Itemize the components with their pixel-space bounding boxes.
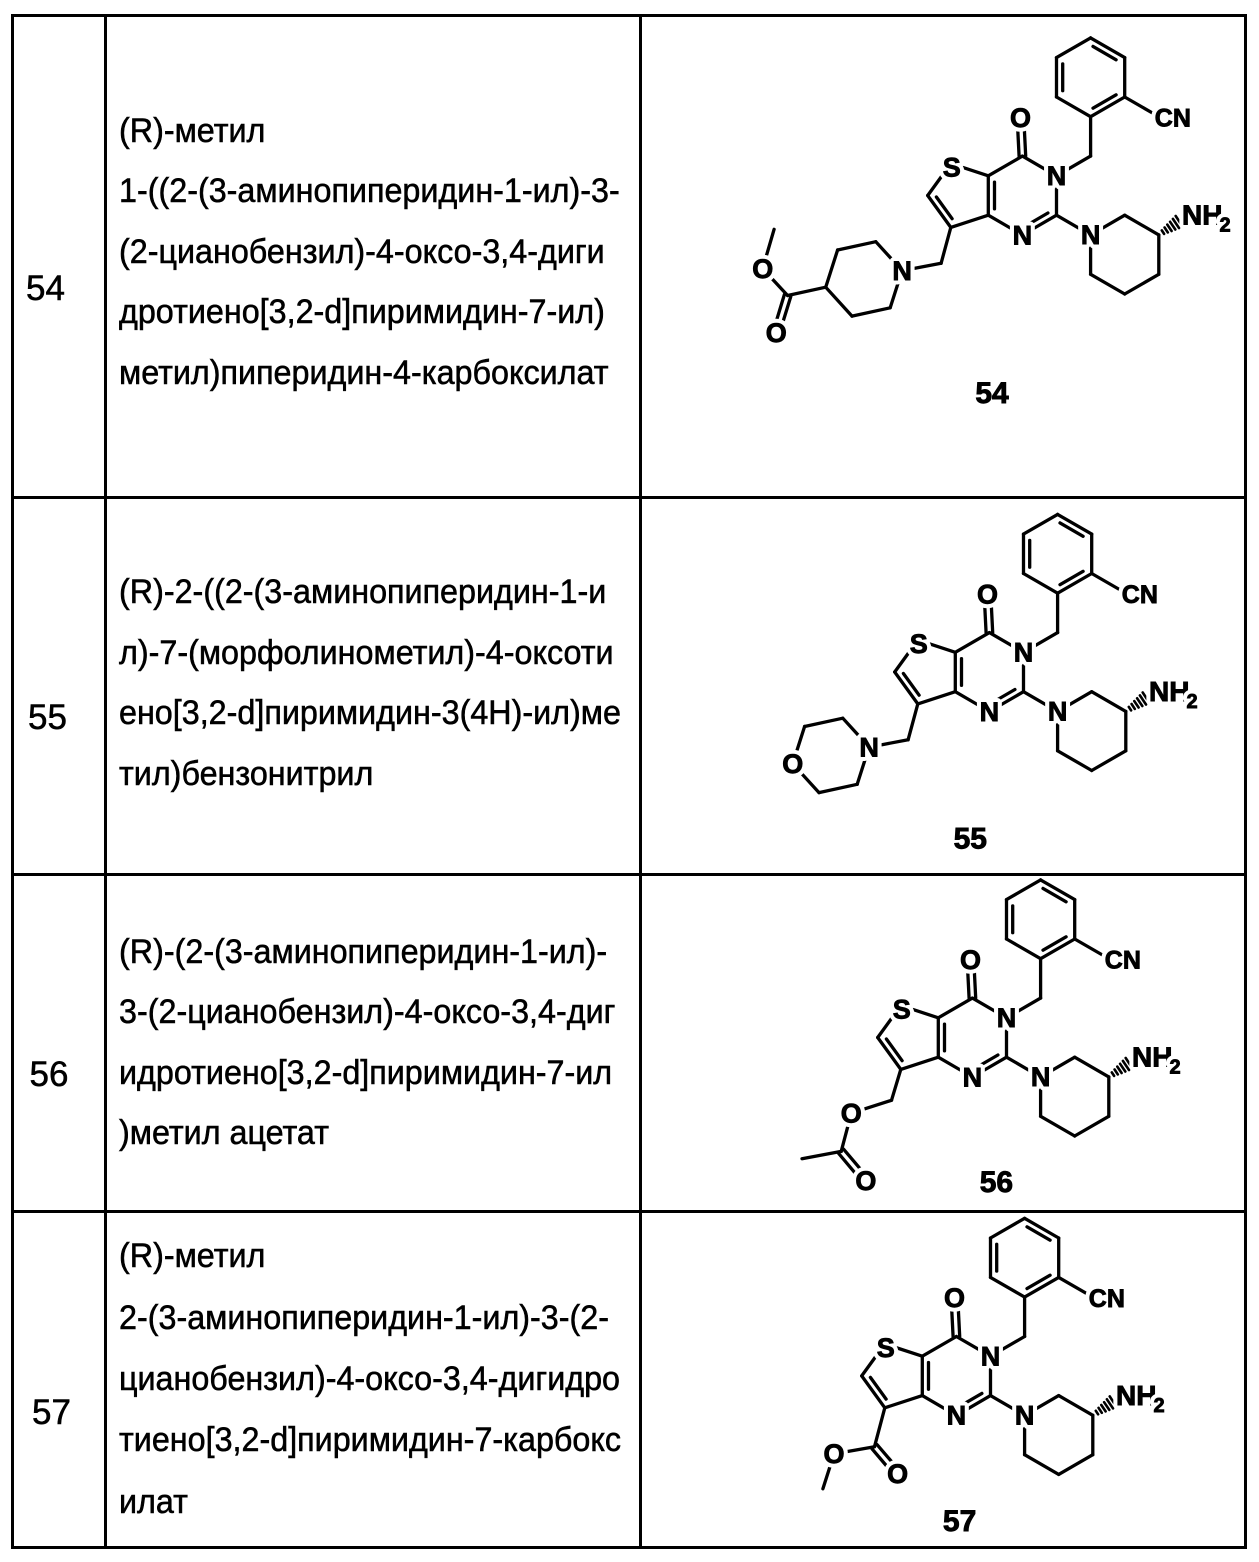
svg-text:57: 57 xyxy=(943,1505,976,1538)
svg-text:N: N xyxy=(859,732,879,762)
svg-text:N: N xyxy=(1031,1062,1051,1092)
svg-text:2: 2 xyxy=(1154,1395,1165,1417)
svg-text:S: S xyxy=(893,994,911,1024)
svg-text:CN: CN xyxy=(1089,1285,1125,1313)
svg-text:54: 54 xyxy=(975,377,1009,410)
svg-text:N: N xyxy=(980,697,1000,727)
svg-text:N: N xyxy=(1081,220,1101,250)
svg-text:O: O xyxy=(782,749,803,779)
svg-text:O: O xyxy=(823,1439,844,1469)
svg-text:N: N xyxy=(1031,1062,1051,1092)
svg-text:N: N xyxy=(1047,161,1067,191)
svg-text:N: N xyxy=(947,1401,967,1431)
svg-text:O: O xyxy=(752,254,773,284)
svg-text:O: O xyxy=(855,1166,876,1196)
svg-text:N: N xyxy=(947,1401,967,1431)
svg-text:S: S xyxy=(877,1333,895,1363)
svg-text:O: O xyxy=(887,1459,908,1489)
svg-text:NH: NH xyxy=(1149,676,1189,707)
svg-text:O: O xyxy=(977,579,998,609)
svg-text:O: O xyxy=(1010,103,1031,133)
svg-text:57: 57 xyxy=(943,1505,976,1538)
svg-text:CN: CN xyxy=(1122,581,1158,609)
svg-text:CN: CN xyxy=(1105,947,1141,975)
svg-text:O: O xyxy=(841,1098,862,1128)
svg-text:O: O xyxy=(855,1166,876,1196)
svg-text:56: 56 xyxy=(980,1166,1013,1199)
svg-text:NH: NH xyxy=(1182,200,1222,231)
svg-text:CN: CN xyxy=(1089,1285,1125,1313)
svg-text:2: 2 xyxy=(1220,215,1231,237)
svg-text:S: S xyxy=(943,152,961,182)
svg-text:O: O xyxy=(944,1283,965,1313)
svg-text:N: N xyxy=(1014,638,1034,668)
svg-text:CN: CN xyxy=(1122,581,1158,609)
svg-text:NH: NH xyxy=(1132,1042,1172,1073)
svg-text:56: 56 xyxy=(980,1166,1013,1199)
svg-text:NH: NH xyxy=(1116,1380,1156,1411)
svg-text:S: S xyxy=(943,152,961,182)
svg-text:N: N xyxy=(1013,220,1033,250)
svg-text:N: N xyxy=(1048,697,1068,727)
svg-text:NH: NH xyxy=(1182,200,1222,231)
svg-text:N: N xyxy=(892,256,912,286)
svg-text:O: O xyxy=(944,1283,965,1313)
svg-text:55: 55 xyxy=(954,823,987,856)
svg-text:O: O xyxy=(782,749,803,779)
svg-text:2: 2 xyxy=(1220,215,1231,237)
svg-text:CN: CN xyxy=(1155,105,1191,133)
svg-text:O: O xyxy=(977,579,998,609)
svg-text:N: N xyxy=(892,256,912,286)
svg-text:N: N xyxy=(1081,220,1101,250)
svg-text:N: N xyxy=(997,1003,1017,1033)
svg-text:N: N xyxy=(980,697,1000,727)
svg-text:S: S xyxy=(910,629,928,659)
svg-text:CN: CN xyxy=(1155,105,1191,133)
svg-text:N: N xyxy=(859,732,879,762)
svg-text:O: O xyxy=(841,1098,862,1128)
svg-text:2: 2 xyxy=(1170,1057,1181,1079)
svg-text:N: N xyxy=(1015,1401,1035,1431)
svg-text:CN: CN xyxy=(1105,947,1141,975)
svg-text:NH: NH xyxy=(1116,1380,1156,1411)
svg-text:O: O xyxy=(960,945,981,975)
svg-text:N: N xyxy=(1015,1401,1035,1431)
svg-text:O: O xyxy=(1010,103,1031,133)
svg-text:2: 2 xyxy=(1187,691,1198,713)
svg-text:2: 2 xyxy=(1170,1057,1181,1079)
svg-text:54: 54 xyxy=(975,377,1009,410)
svg-text:N: N xyxy=(997,1003,1017,1033)
svg-text:S: S xyxy=(893,994,911,1024)
svg-text:55: 55 xyxy=(954,823,987,856)
svg-text:NH: NH xyxy=(1149,676,1189,707)
svg-text:N: N xyxy=(981,1342,1001,1372)
svg-text:NH: NH xyxy=(1132,1042,1172,1073)
svg-text:N: N xyxy=(963,1062,983,1092)
svg-text:S: S xyxy=(910,629,928,659)
svg-text:N: N xyxy=(981,1342,1001,1372)
svg-text:O: O xyxy=(766,318,787,348)
svg-text:N: N xyxy=(1014,638,1034,668)
svg-text:O: O xyxy=(960,945,981,975)
svg-text:N: N xyxy=(1047,161,1067,191)
svg-text:N: N xyxy=(1013,220,1033,250)
svg-text:O: O xyxy=(887,1459,908,1489)
svg-text:O: O xyxy=(823,1439,844,1469)
svg-text:O: O xyxy=(766,318,787,348)
svg-text:O: O xyxy=(752,254,773,284)
svg-text:2: 2 xyxy=(1154,1395,1165,1417)
svg-text:S: S xyxy=(877,1333,895,1363)
svg-text:N: N xyxy=(1048,697,1068,727)
svg-text:2: 2 xyxy=(1187,691,1198,713)
svg-text:N: N xyxy=(963,1062,983,1092)
